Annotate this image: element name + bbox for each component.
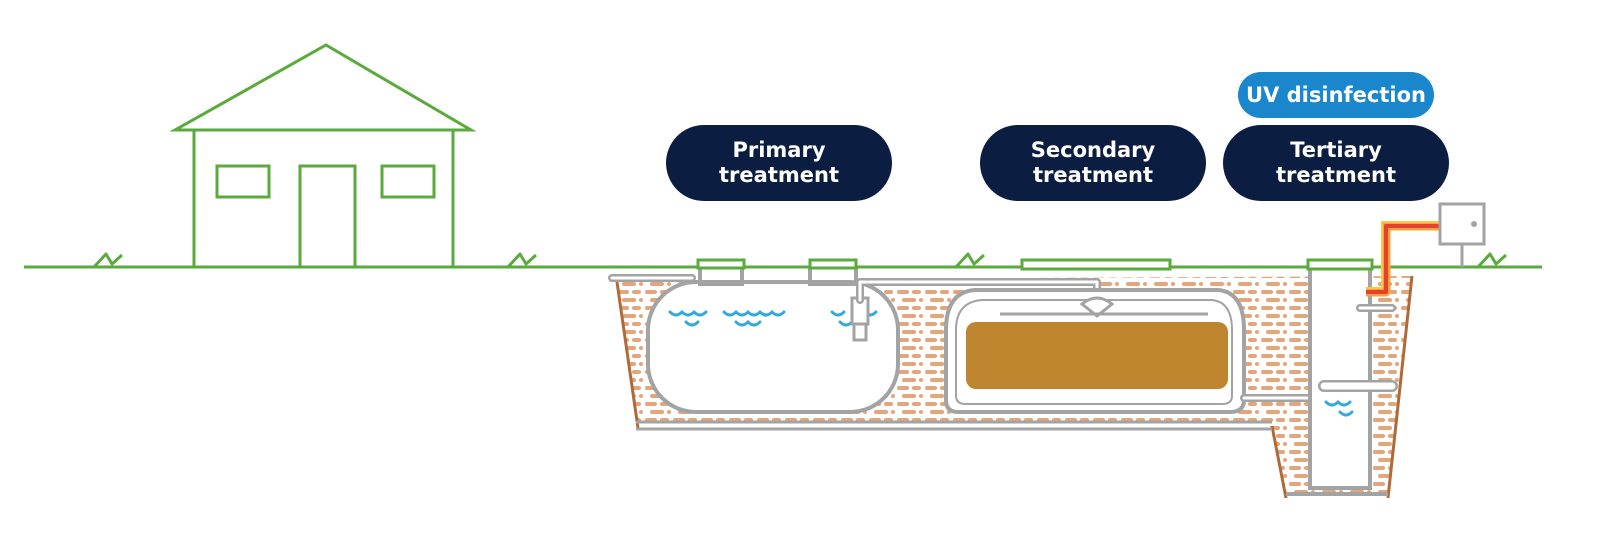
primary-tank-top: [698, 268, 858, 286]
primary-tank: [646, 258, 900, 414]
access-lid: [808, 258, 858, 270]
house: [169, 43, 477, 269]
base-slab: [636, 420, 1272, 431]
tertiary-shaft: [1306, 258, 1398, 490]
secondary-treatment-label: Secondary treatment: [980, 125, 1206, 201]
grass-tuft: [506, 252, 538, 269]
uv-cable: [1366, 221, 1442, 297]
house-window-left: [215, 164, 271, 199]
transfer-pipe: [856, 278, 1101, 304]
soil-edge-step: [1270, 425, 1288, 499]
water-waves: [1324, 399, 1354, 417]
soil-edge-right: [1386, 275, 1414, 499]
outlet-filter: [850, 296, 870, 342]
secondary-tank: [944, 258, 1246, 414]
access-lid: [1306, 258, 1374, 271]
access-lid: [696, 258, 746, 270]
soil-edge-left: [615, 281, 640, 429]
access-lid: [1020, 258, 1172, 271]
house-roof: [169, 43, 477, 132]
house-door: [298, 164, 357, 269]
uv-disinfection-label: UV disinfection: [1238, 72, 1434, 118]
tertiary-treatment-label: Tertiary treatment: [1223, 125, 1449, 201]
primary-treatment-label: Primary treatment: [666, 125, 892, 201]
grass-tuft: [954, 252, 986, 269]
grass-tuft: [92, 252, 124, 269]
secondary-tank-inner: [955, 299, 1233, 405]
uv-control-box: [1438, 202, 1486, 267]
treatment-media: [966, 322, 1228, 389]
spray-nozzle: [1079, 296, 1115, 318]
house-window-right: [380, 164, 436, 199]
grass-tuft: [1476, 252, 1508, 269]
